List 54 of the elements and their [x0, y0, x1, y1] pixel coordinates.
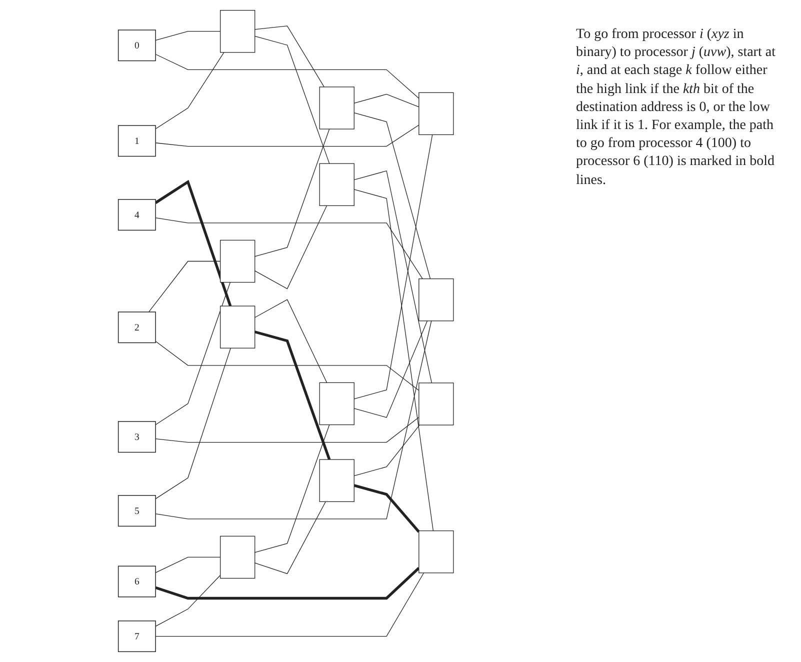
node-box [319, 459, 355, 502]
node-box [220, 306, 256, 348]
network-diagram: 0 1 2 3 4 5 6 7 [114, 6, 458, 656]
node-box [418, 530, 454, 574]
node-box [220, 10, 256, 53]
connector [155, 574, 221, 627]
node-box [418, 92, 454, 136]
connector [254, 26, 325, 88]
connector [354, 170, 432, 384]
connector [254, 330, 331, 460]
node-box [118, 620, 156, 652]
connector [254, 299, 328, 383]
connector [155, 31, 221, 41]
connector [254, 36, 330, 164]
explanation-note: To go from processor i (xyz in binary) to processor j (uvw), start ati, and at each stage k follow either the high link if the kth bit of the destination address is 0, or the low link if it is 1. For example, the path to go from processor 4 (100) to processor 6 (110) is marked in bold lines. [576, 26, 776, 190]
connector [155, 572, 424, 637]
connector [354, 134, 433, 400]
connector [354, 484, 420, 533]
connector [254, 424, 330, 553]
node-box [418, 278, 454, 322]
connector [154, 180, 232, 306]
connector [155, 348, 232, 500]
node-box [319, 382, 355, 426]
connector [155, 124, 420, 147]
connector [354, 94, 420, 108]
connector [148, 260, 221, 312]
connector [254, 128, 330, 257]
node-box [118, 312, 156, 344]
connector [155, 340, 420, 391]
connector [155, 282, 231, 426]
connector [155, 54, 420, 99]
connector [354, 189, 434, 532]
node-box [418, 382, 454, 426]
connector [254, 501, 326, 574]
connector [155, 416, 420, 443]
node-box [118, 421, 156, 453]
connector [354, 112, 431, 280]
node-box [118, 566, 156, 598]
node-box [118, 199, 156, 231]
connector [155, 567, 420, 600]
connector [155, 217, 424, 280]
connector [354, 320, 428, 418]
connector [155, 556, 221, 573]
node-box [118, 495, 156, 527]
node-box [118, 30, 156, 62]
node-box [319, 163, 355, 206]
node-box [220, 536, 256, 579]
node-box [220, 240, 256, 283]
node-box [118, 125, 156, 157]
connector [254, 205, 328, 290]
connector [354, 424, 420, 476]
node-box [319, 86, 355, 130]
connector [155, 52, 224, 130]
connector [155, 320, 432, 520]
